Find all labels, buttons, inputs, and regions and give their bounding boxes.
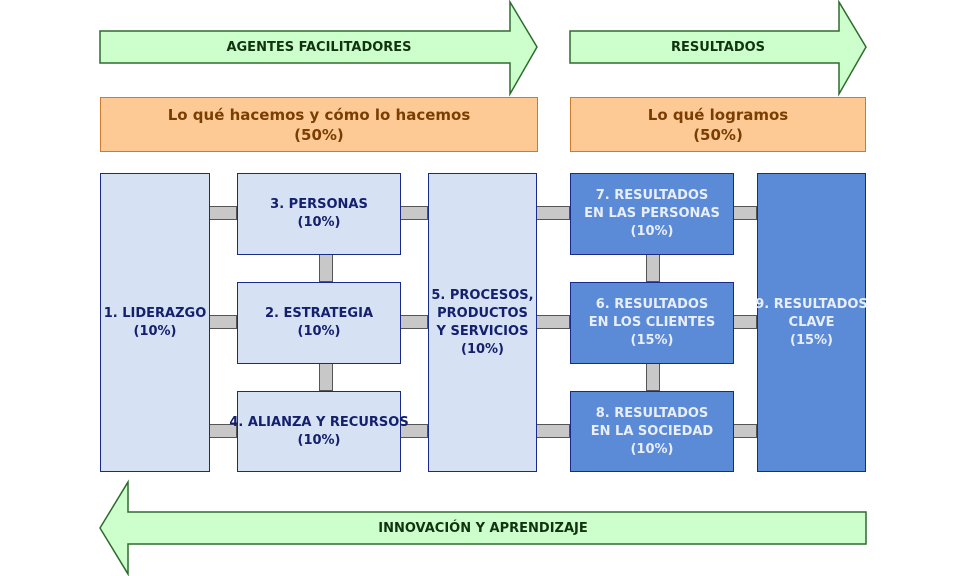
box-resultados-clientes: 6. RESULTADOS EN LOS CLIENTES (15%) <box>570 282 734 364</box>
box-resultados-clave: 9. RESULTADOS CLAVE (15%) <box>755 173 868 472</box>
connector <box>536 206 570 220</box>
resultados-label: RESULTADOS <box>670 39 766 55</box>
connector <box>536 424 570 438</box>
box-alianza-recursos: 4. ALIANZA Y RECURSOS (10%) <box>229 391 409 472</box>
header-logramos: Lo qué logramos (50%) <box>570 97 866 152</box>
connector <box>319 254 333 282</box>
connector <box>646 363 660 391</box>
header-hacemos: Lo qué hacemos y cómo lo hacemos (50%) <box>100 97 538 152</box>
connector <box>400 315 428 329</box>
resultados-arrow <box>569 0 867 97</box>
connector <box>733 424 757 438</box>
agentes-facilitadores-arrow <box>99 0 538 97</box>
innovacion-label: INNOVACIÓN Y APRENDIZAJE <box>378 520 588 536</box>
connector <box>733 315 757 329</box>
connector <box>209 315 237 329</box>
agentes-facilitadores-label: AGENTES FACILITADORES <box>226 39 412 55</box>
connector <box>536 315 570 329</box>
box-resultados-sociedad: 8. RESULTADOS EN LA SOCIEDAD (10%) <box>570 391 734 472</box>
box-liderazgo: 1. LIDERAZGO (10%) <box>100 173 210 472</box>
connector <box>400 206 428 220</box>
innovacion-arrow <box>99 479 867 576</box>
box-estrategia: 2. ESTRATEGIA (10%) <box>237 282 401 364</box>
connector <box>733 206 757 220</box>
box-resultados-personas: 7. RESULTADOS EN LAS PERSONAS (10%) <box>570 173 734 255</box>
box-personas: 3. PERSONAS (10%) <box>237 173 401 255</box>
connector <box>646 254 660 282</box>
connector <box>209 206 237 220</box>
connector <box>319 363 333 391</box>
box-procesos: 5. PROCESOS, PRODUCTOS Y SERVICIOS (10%) <box>428 173 537 472</box>
